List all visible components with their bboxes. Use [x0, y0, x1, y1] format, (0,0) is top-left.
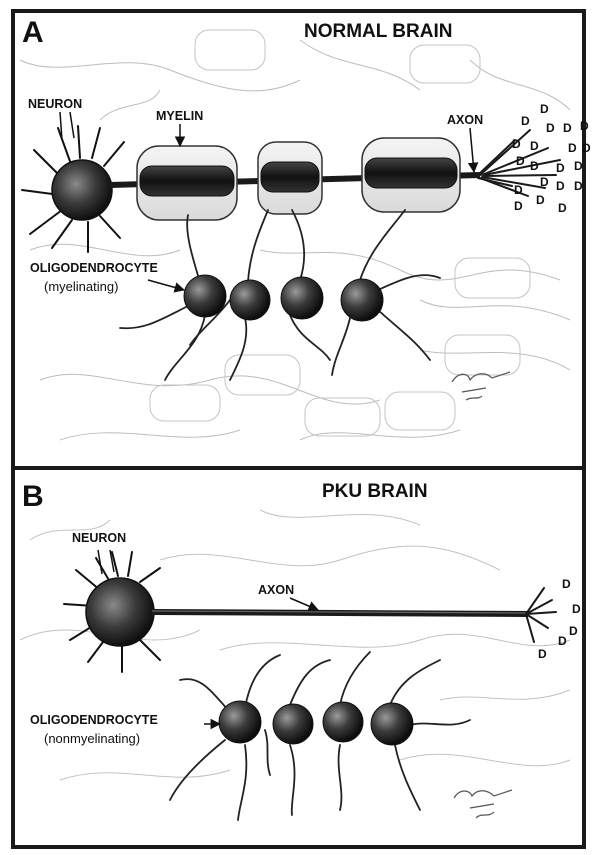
- dendrite-mark-a: D: [530, 140, 539, 152]
- oligodendrocyte-cell-a3: [281, 277, 323, 319]
- myelin-sheath-3: [362, 138, 460, 212]
- dendrite-mark-a: D: [540, 103, 549, 115]
- dendrite-mark-b: D: [558, 635, 567, 647]
- panel-b-letter: B: [22, 482, 44, 512]
- dendrite-mark-a: D: [536, 194, 545, 206]
- dendrite-mark-b: D: [538, 648, 547, 660]
- dendrite-mark-a: D: [582, 142, 591, 154]
- myelin-sheath-2: [258, 142, 322, 214]
- oligodendrocyte-cell-b2: [273, 704, 313, 744]
- oligodendrocyte-cell-b4: [371, 703, 413, 745]
- panel-a-letter: A: [22, 18, 44, 48]
- panel-b-neuron-label: NEURON: [72, 532, 126, 545]
- dendrite-mark-a: D: [521, 115, 530, 127]
- pku-neuron-soma: [86, 578, 154, 646]
- panel-a-title: NORMAL BRAIN: [304, 22, 452, 41]
- dendrite-mark-a: D: [563, 122, 572, 134]
- panel-a-myelin-label: MYELIN: [156, 110, 203, 123]
- panel-a-neuron-label: NEURON: [28, 98, 82, 111]
- dendrite-mark-a: D: [568, 142, 577, 154]
- panel-a-axon-label: AXON: [447, 114, 483, 127]
- dendrite-mark-a: D: [546, 122, 555, 134]
- dendrite-mark-a: D: [514, 184, 523, 196]
- dendrite-mark-a: D: [530, 160, 539, 172]
- myelin-sheath-1: [137, 146, 237, 220]
- dendrite-mark-a: D: [556, 180, 565, 192]
- oligodendrocyte-cell-a4: [341, 279, 383, 321]
- oligodendrocyte-cell-b3: [323, 702, 363, 742]
- dendrite-mark-b: D: [569, 625, 578, 637]
- dendrite-mark-a: D: [540, 176, 549, 188]
- oligodendrocyte-cell-a2: [230, 280, 270, 320]
- dendrite-mark-a: D: [556, 162, 565, 174]
- dendrite-mark-b: D: [572, 603, 581, 615]
- dendrite-mark-a: D: [514, 200, 523, 212]
- normal-neuron-soma: [52, 160, 112, 220]
- dendrite-mark-a: D: [574, 160, 583, 172]
- dendrite-mark-a: D: [580, 120, 589, 132]
- panel-a-oligodendrocyte-label: OLIGODENDROCYTE: [30, 262, 158, 275]
- dendrite-mark-a: D: [574, 180, 583, 192]
- dendrite-mark-a: D: [558, 202, 567, 214]
- panel-a-oligodendrocyte-state: (myelinating): [44, 280, 118, 293]
- panel-b-oligodendrocyte-label: OLIGODENDROCYTE: [30, 714, 158, 727]
- oligodendrocyte-cell-b1: [219, 701, 261, 743]
- panel-b-axon-label: AXON: [258, 584, 294, 597]
- panel-b-title: PKU BRAIN: [322, 482, 428, 501]
- dendrite-mark-b: D: [562, 578, 571, 590]
- dendrite-mark-a: D: [516, 155, 525, 167]
- panel-b-oligodendrocyte-state: (nonmyelinating): [44, 732, 140, 745]
- oligodendrocyte-cell-a1: [184, 275, 226, 317]
- dendrite-mark-a: D: [512, 138, 521, 150]
